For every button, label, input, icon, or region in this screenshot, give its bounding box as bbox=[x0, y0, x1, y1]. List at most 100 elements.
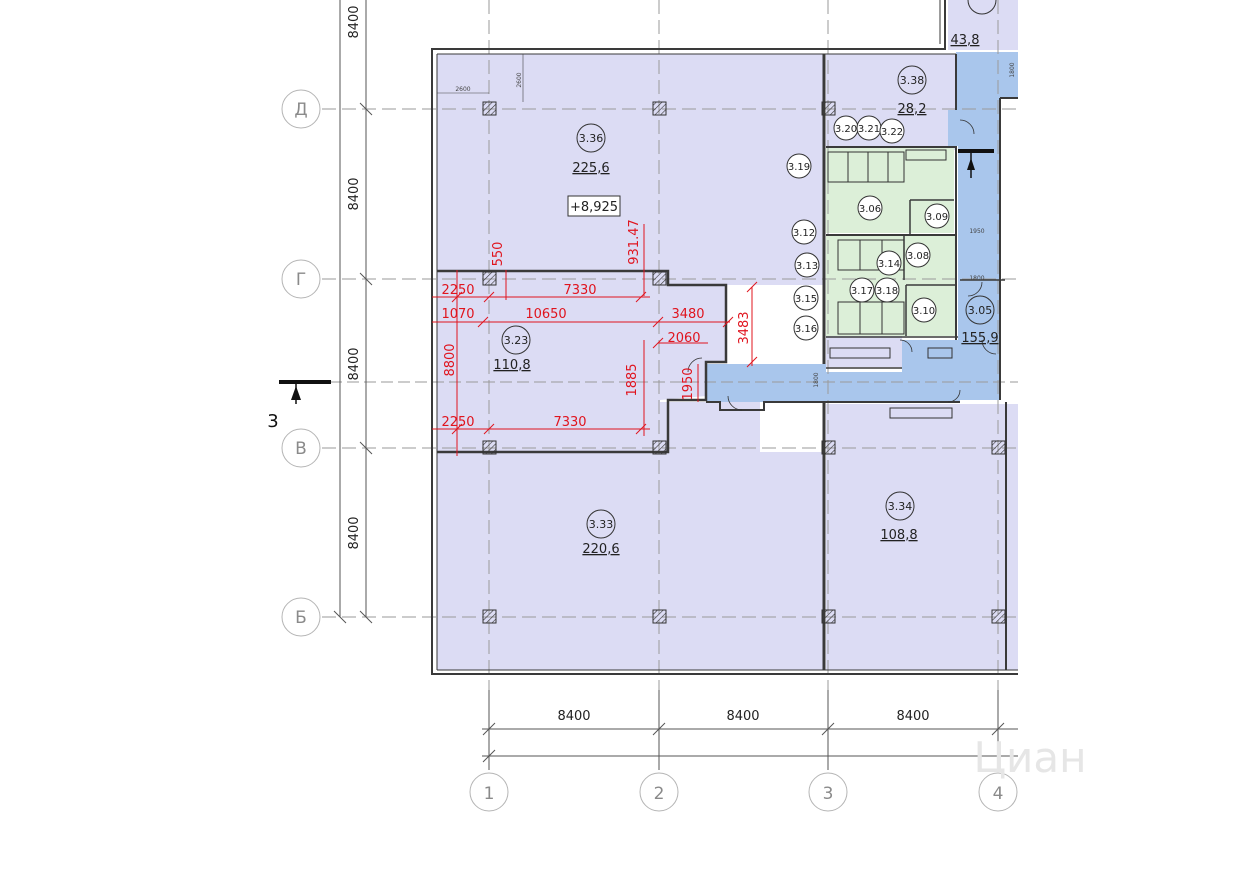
label-3-18: 3.18 bbox=[876, 286, 898, 297]
red-dim-1885: 1885 bbox=[625, 363, 640, 396]
red-dim-1950: 1950 bbox=[681, 367, 696, 400]
room-bubble-3-05 bbox=[965, 295, 995, 325]
red-dim-tick bbox=[652, 316, 664, 328]
red-dim-2250-bottom: 2250 bbox=[441, 415, 474, 430]
section-label: 3 bbox=[267, 411, 278, 432]
door-swing bbox=[947, 389, 961, 403]
dim-tick bbox=[333, 610, 347, 624]
room-3-23-upper-fill bbox=[660, 271, 824, 285]
wc-grey-fill bbox=[826, 335, 902, 367]
red-dim-tick bbox=[451, 423, 463, 435]
bubble-3-18 bbox=[874, 277, 900, 303]
bottom-spacing-3: 8400 bbox=[896, 709, 929, 724]
left-spacing-4: 8400 bbox=[347, 516, 362, 549]
left-dimension-texts: 8400 8400 8400 8400 bbox=[347, 5, 362, 549]
axis-lines bbox=[322, 0, 1018, 770]
axis-bubble-1 bbox=[469, 772, 509, 812]
axis-bubble-g bbox=[281, 259, 321, 299]
room-number-3-38: 3.38 bbox=[900, 74, 925, 87]
section-arrow-head bbox=[291, 386, 301, 400]
room-bubble-top-right bbox=[967, 0, 997, 15]
room-3-33-top-fill bbox=[660, 402, 760, 452]
red-dim-7330-top: 7330 bbox=[563, 283, 596, 298]
door-swing bbox=[687, 357, 703, 373]
walls bbox=[431, 0, 1018, 675]
small-room-labels: 3.20 3.21 3.22 3.19 3.06 3.09 3.12 3.13 … bbox=[786, 115, 950, 341]
level-mark: +8,925 bbox=[570, 200, 618, 215]
column bbox=[821, 101, 836, 116]
label-3-10: 3.10 bbox=[913, 306, 935, 317]
column bbox=[652, 609, 667, 624]
left-spacing-3: 8400 bbox=[347, 347, 362, 380]
bubble-3-12 bbox=[791, 219, 817, 245]
door-swing bbox=[981, 339, 997, 355]
label-3-15: 3.15 bbox=[795, 294, 817, 305]
red-dim-tick bbox=[483, 423, 495, 435]
small-dim: 1800 bbox=[1009, 62, 1016, 77]
room-number-3-34: 3.34 bbox=[888, 500, 913, 513]
column bbox=[991, 609, 1006, 624]
small-dim: 2600 bbox=[455, 86, 470, 93]
red-dim-2250-top: 2250 bbox=[441, 283, 474, 298]
red-dim-3483: 3483 bbox=[737, 311, 752, 344]
dim-tick bbox=[359, 102, 373, 116]
door-swing bbox=[899, 339, 913, 353]
room-number-3-05: 3.05 bbox=[968, 304, 993, 317]
red-dim-7330-bottom: 7330 bbox=[553, 415, 586, 430]
column bbox=[482, 609, 497, 624]
watermark: Циан bbox=[973, 733, 1086, 782]
room-fills bbox=[437, 0, 1018, 670]
bubble-3-22 bbox=[879, 118, 905, 144]
cubicle bbox=[881, 301, 905, 335]
corridor-fills bbox=[706, 52, 1018, 402]
red-dim-tick bbox=[483, 291, 495, 303]
door-swing bbox=[727, 395, 743, 411]
room-bubble-3-38 bbox=[897, 65, 927, 95]
counter bbox=[829, 347, 891, 359]
small-dim: 1950 bbox=[969, 228, 984, 235]
level-box bbox=[567, 195, 621, 217]
dim-tick bbox=[359, 272, 373, 286]
bubble-3-06 bbox=[857, 195, 883, 221]
axis-label-g: Г bbox=[296, 270, 306, 290]
bubble-3-08 bbox=[905, 242, 931, 268]
axis-label-3: 3 bbox=[823, 784, 834, 804]
left-spacing-2: 8400 bbox=[347, 177, 362, 210]
room-area-3-05: 155,9 bbox=[961, 331, 998, 346]
label-3-22: 3.22 bbox=[881, 127, 903, 138]
bubble-3-17 bbox=[849, 277, 875, 303]
room-3-36-fill bbox=[437, 54, 824, 271]
corridor-main-fill bbox=[706, 364, 960, 402]
outer-wall bbox=[431, 0, 1018, 675]
small-dim: 1800 bbox=[813, 372, 820, 387]
corridor-3-05-fill bbox=[902, 52, 1018, 400]
doors bbox=[687, 119, 997, 411]
room-3-23-fill bbox=[437, 271, 660, 452]
red-dim-3480: 3480 bbox=[671, 307, 704, 322]
axis-label-2: 2 bbox=[654, 784, 665, 804]
red-dim-550: 550 bbox=[491, 242, 506, 267]
room-bubble-3-36 bbox=[576, 123, 606, 153]
column bbox=[821, 440, 836, 455]
axis-bubble-b bbox=[281, 597, 321, 637]
red-dim-1070: 1070 bbox=[441, 307, 474, 322]
red-dim-tick bbox=[722, 316, 734, 328]
axis-bubble-4 bbox=[978, 772, 1018, 812]
small-dim: 1800 bbox=[969, 275, 984, 282]
axis-labels: Д Г В Б 1 2 3 4 bbox=[294, 100, 1003, 804]
wall-3-23 bbox=[437, 269, 728, 454]
dim-tick bbox=[359, 441, 373, 455]
column bbox=[652, 271, 667, 286]
room-area-3-38: 28,2 bbox=[898, 102, 927, 117]
axis-bubble-d bbox=[281, 89, 321, 129]
red-dim-tick bbox=[746, 281, 758, 293]
bubble-3-16 bbox=[793, 315, 819, 341]
axis-bubble-v bbox=[281, 428, 321, 468]
sink-counter bbox=[905, 149, 947, 161]
bubble-3-15 bbox=[793, 285, 819, 311]
room-number-3-36: 3.36 bbox=[579, 132, 604, 145]
red-dim-tick bbox=[477, 316, 489, 328]
section-marker: 3 bbox=[267, 149, 994, 432]
room-3-34-right-fill bbox=[1006, 404, 1018, 670]
column bbox=[482, 101, 497, 116]
